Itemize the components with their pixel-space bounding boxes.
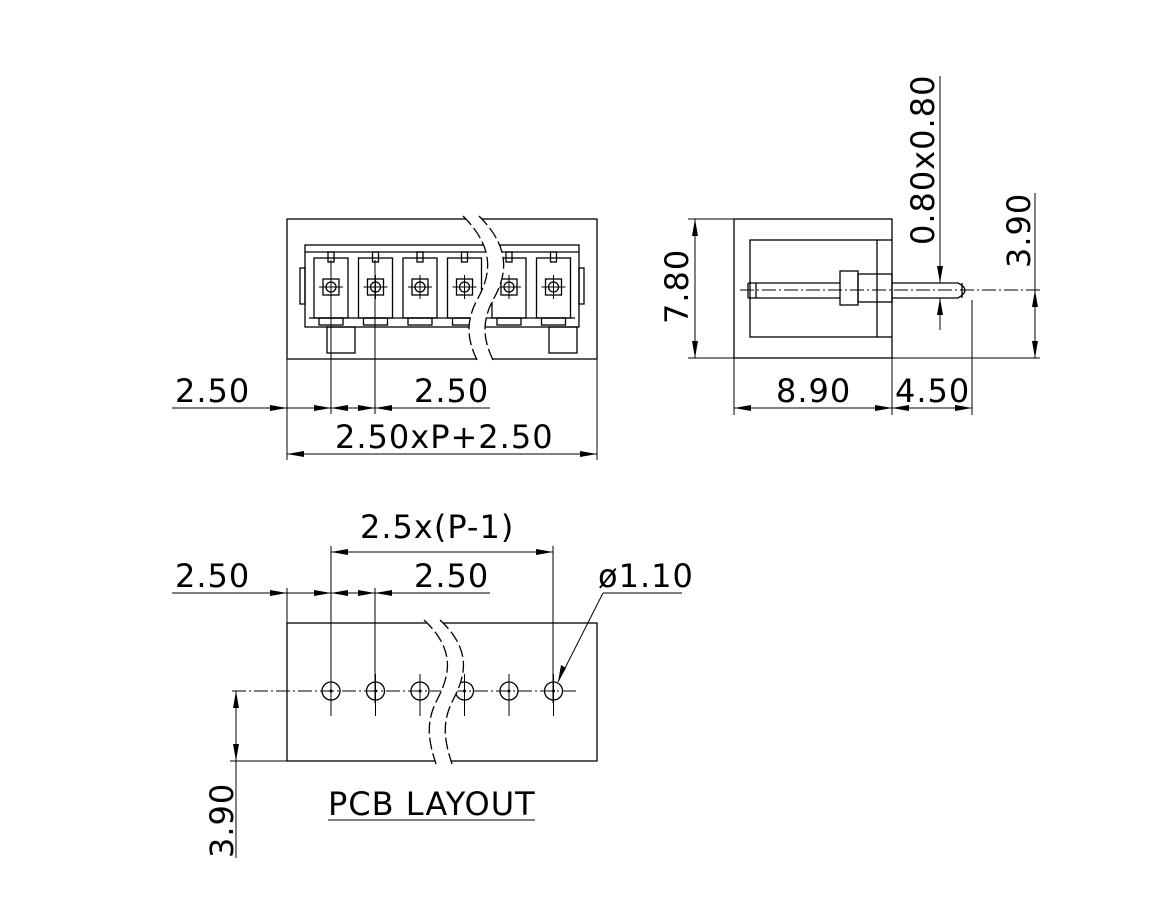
pcb-layout bbox=[232, 619, 598, 765]
side-body-inner bbox=[749, 239, 878, 338]
front-body-outline bbox=[286, 218, 598, 360]
front-pitch-right-label: 2.50 bbox=[414, 372, 489, 410]
left-latch bbox=[299, 267, 306, 305]
front-dimensions: 2.50 2.50 2.50xP+2.50 bbox=[172, 260, 598, 460]
side-dimensions: 7.80 0.80x0.80 3.90 8.90 4.50 bbox=[658, 75, 1040, 415]
pcb-span-label: 2.5x(P-1) bbox=[360, 508, 514, 546]
side-view bbox=[733, 218, 1042, 359]
pcb-layout-title: PCB LAYOUT bbox=[328, 785, 536, 823]
right-latch bbox=[578, 267, 585, 305]
front-break-line-right bbox=[478, 215, 505, 363]
hole-diameter-label: ø1.10 bbox=[598, 557, 694, 595]
pcb-pitch-right-label: 2.50 bbox=[414, 557, 489, 595]
body-depth-label: 8.90 bbox=[776, 372, 851, 410]
pcb-row-offset-label: 3.90 bbox=[203, 783, 241, 858]
pin-rear bbox=[747, 282, 840, 299]
pin-shoulder bbox=[857, 273, 893, 303]
pcb-break-line-left bbox=[423, 619, 449, 765]
right-peg bbox=[548, 326, 578, 354]
side-height-label: 7.80 bbox=[658, 249, 696, 324]
pin-section-label: 0.80x0.80 bbox=[904, 75, 942, 245]
pin-collar bbox=[839, 270, 859, 306]
front-pitch-left-label: 2.50 bbox=[175, 372, 250, 410]
front-view bbox=[286, 215, 598, 363]
terminal-cells bbox=[313, 251, 572, 326]
terminal-cell bbox=[402, 251, 438, 326]
pcb-dimensions: 2.5x(P-1) 2.50 2.50 ø1.10 3.90 PCB LAYOU… bbox=[172, 508, 694, 858]
front-break-line-left bbox=[462, 215, 489, 363]
left-peg bbox=[326, 326, 356, 354]
pin-height-label: 3.90 bbox=[1000, 193, 1038, 268]
overall-length-label: 2.50xP+2.50 bbox=[335, 418, 554, 456]
terminal-cell bbox=[446, 251, 483, 326]
terminal-cell bbox=[535, 251, 572, 326]
pin-length-label: 4.50 bbox=[895, 372, 970, 410]
front-pin-housing bbox=[304, 244, 580, 328]
pcb-pitch-left-label: 2.50 bbox=[175, 557, 250, 595]
pcb-break-line-right bbox=[439, 619, 465, 765]
